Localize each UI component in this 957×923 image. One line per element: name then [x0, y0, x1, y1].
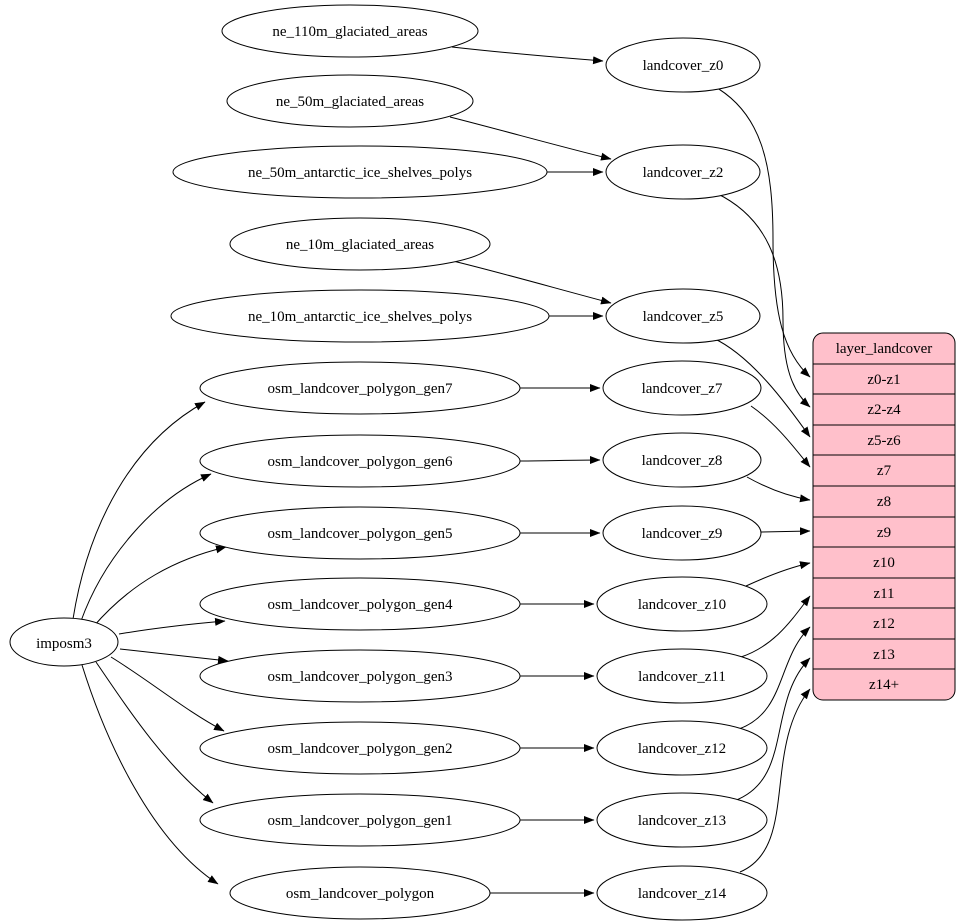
- edge-imposm3-gen1: [95, 661, 214, 804]
- node-osm-landcover-polygon-gen4: osm_landcover_polygon_gen4: [199, 577, 521, 631]
- table-row-z9: z9: [877, 525, 891, 541]
- node-landcover-z12: landcover_z12: [596, 720, 768, 776]
- node-label: ne_10m_glaciated_areas: [286, 237, 434, 253]
- edge-z5-row-z5z6: [712, 337, 811, 438]
- table-row-z10: z10: [873, 555, 895, 571]
- table-row-z8: z8: [877, 494, 891, 510]
- edge-z10-row-z10: [745, 561, 811, 587]
- node-label: osm_landcover_polygon_gen1: [268, 813, 453, 829]
- node-landcover-z5: landcover_z5: [605, 288, 761, 344]
- edge-imposm3-gen4: [118, 617, 226, 635]
- edge-z0-row-z0z1: [711, 84, 811, 378]
- node-label: osm_landcover_polygon_gen3: [268, 669, 453, 685]
- edge-imposm3-gen5: [92, 545, 227, 628]
- node-osm-landcover-polygon-gen7: osm_landcover_polygon_gen7: [199, 361, 521, 415]
- edge-imposm3-polygon: [81, 664, 219, 885]
- node-label: landcover_z7: [642, 381, 723, 397]
- node-label: ne_10m_antarctic_ice_shelves_polys: [248, 309, 472, 325]
- edge-imposm3-gen6: [80, 473, 212, 622]
- node-ne-10m-antarctic-ice-shelves-polys: ne_10m_antarctic_ice_shelves_polys: [170, 289, 550, 343]
- node-imposm3: imposm3: [9, 617, 119, 667]
- table-row-z5-z6: z5-z6: [867, 433, 901, 449]
- node-landcover-z8: landcover_z8: [602, 432, 762, 488]
- node-landcover-z2: landcover_z2: [605, 144, 761, 200]
- table-row-z7: z7: [877, 463, 892, 479]
- node-label: landcover_z14: [638, 886, 727, 902]
- node-landcover-z10: landcover_z10: [596, 576, 768, 632]
- node-label: osm_landcover_polygon: [286, 886, 435, 902]
- node-osm-landcover-polygon: osm_landcover_polygon: [229, 866, 491, 920]
- edge-ne110m-z0: [451, 46, 604, 65]
- edge-imposm3-gen2: [110, 656, 225, 732]
- edge-imposm3-gen3: [119, 648, 229, 664]
- table-row-z2-z4: z2-z4: [867, 402, 901, 418]
- table-row-z11: z11: [873, 586, 894, 602]
- node-label: osm_landcover_polygon_gen5: [268, 526, 453, 542]
- node-label: landcover_z11: [638, 669, 726, 685]
- node-label: landcover_z2: [643, 165, 724, 181]
- table-row-z13: z13: [873, 647, 895, 663]
- node-ne-10m-glaciated-areas: ne_10m_glaciated_areas: [229, 217, 491, 271]
- imposm3-ellipse: [9, 617, 119, 667]
- edge-z13-row-z13: [733, 657, 811, 802]
- edge-imposm3-gen7: [72, 401, 206, 620]
- node-label: osm_landcover_polygon_gen6: [268, 454, 453, 470]
- node-ne-110m-glaciated-areas: ne_110m_glaciated_areas: [221, 4, 479, 58]
- node-label: landcover_z0: [643, 58, 724, 74]
- node-label: landcover_z9: [642, 526, 723, 542]
- edge-z2-row-z2z4: [715, 192, 811, 408]
- node-label: landcover_z13: [638, 813, 726, 829]
- node-osm-landcover-polygon-gen2: osm_landcover_polygon_gen2: [199, 721, 521, 775]
- node-osm-landcover-polygon-gen1: osm_landcover_polygon_gen1: [199, 793, 521, 847]
- node-label: landcover_z12: [638, 741, 726, 757]
- node-osm-landcover-polygon-gen3: osm_landcover_polygon_gen3: [199, 649, 521, 703]
- node-landcover-z13: landcover_z13: [596, 792, 768, 848]
- edge-ne10m-glac-z5: [452, 260, 612, 305]
- node-landcover-z7: landcover_z7: [602, 360, 762, 416]
- node-label: ne_110m_glaciated_areas: [272, 24, 427, 40]
- node-osm-landcover-polygon-gen5: osm_landcover_polygon_gen5: [199, 506, 521, 560]
- edge-gen6-z8: [519, 456, 601, 465]
- node-label: osm_landcover_polygon_gen4: [268, 597, 453, 613]
- table-row-z12: z12: [873, 616, 895, 632]
- node-label: landcover_z8: [642, 453, 723, 469]
- edge-z12-row-z12: [738, 626, 811, 730]
- table-row-z14plus: z14+: [869, 677, 899, 693]
- node-label: ne_50m_glaciated_areas: [276, 94, 424, 110]
- node-label: landcover_z5: [643, 309, 724, 325]
- layer-landcover-table: layer_landcover z0-z1 z2-z4 z5-z6 z7 z8 …: [812, 332, 956, 701]
- node-landcover-z14: landcover_z14: [596, 865, 768, 921]
- table-title: layer_landcover: [836, 341, 933, 357]
- table-row-z0-z1: z0-z1: [867, 372, 900, 388]
- edge-group: [72, 46, 811, 897]
- node-ne-50m-glaciated-areas: ne_50m_glaciated_areas: [226, 74, 474, 128]
- node-label: osm_landcover_polygon_gen2: [268, 741, 453, 757]
- edge-z9-row-z9: [760, 527, 811, 536]
- node-label: osm_landcover_polygon_gen7: [268, 381, 453, 397]
- imposm3-label: imposm3: [36, 636, 92, 652]
- node-osm-landcover-polygon-gen6: osm_landcover_polygon_gen6: [199, 434, 521, 488]
- edge-z14-row-z14plus: [739, 688, 811, 873]
- edge-z11-row-z11: [740, 595, 811, 658]
- edge-z8-row-z8: [746, 476, 811, 503]
- node-ne-50m-antarctic-ice-shelves-polys: ne_50m_antarctic_ice_shelves_polys: [172, 145, 548, 199]
- node-label: ne_50m_antarctic_ice_shelves_polys: [248, 165, 472, 181]
- node-landcover-z11: landcover_z11: [596, 648, 768, 704]
- node-landcover-z9: landcover_z9: [602, 505, 762, 561]
- node-label: landcover_z10: [638, 597, 726, 613]
- edge-z7-row-z7: [750, 405, 811, 468]
- node-landcover-z0: landcover_z0: [605, 37, 761, 93]
- edge-ne50m-glac-z2: [449, 116, 612, 161]
